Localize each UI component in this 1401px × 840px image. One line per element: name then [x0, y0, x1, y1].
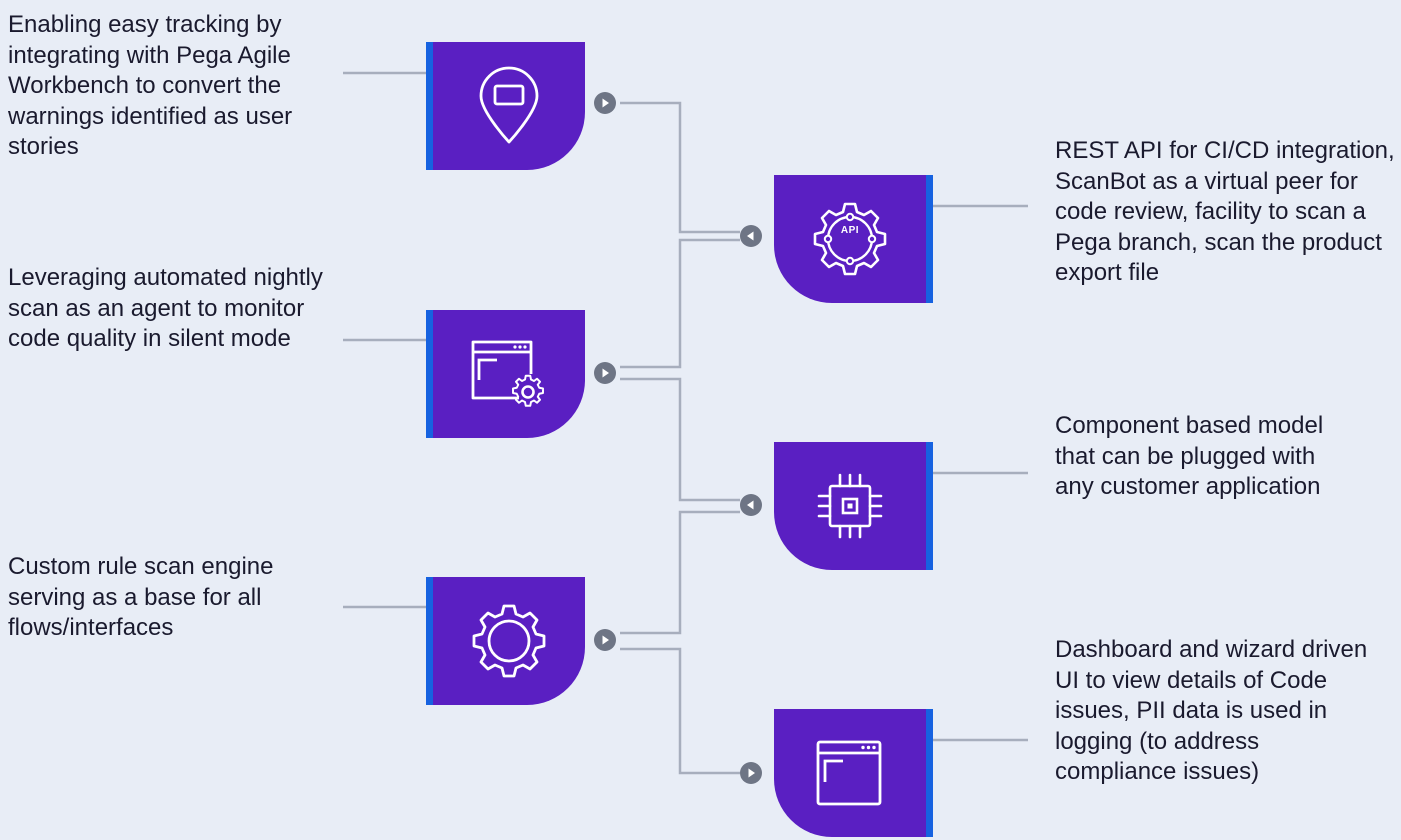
right-description-2: Component based model that can be plugge…	[1055, 412, 1324, 500]
connector-3-to-window	[620, 647, 740, 775]
connector-2-to-chip	[620, 377, 740, 502]
window-settings-icon	[471, 340, 544, 407]
connector-1-to-api	[620, 101, 740, 234]
right-description-3: Dashboard and wizard driven UI to view d…	[1055, 636, 1368, 785]
location-pin-icon	[479, 66, 539, 144]
arrow-left-icon	[740, 494, 762, 516]
api-gear-icon	[813, 202, 887, 276]
arrow-right-icon	[594, 629, 616, 651]
card-rest-api: API	[774, 175, 933, 303]
chip-icon	[817, 473, 883, 539]
card-nightly-scan	[426, 310, 585, 438]
card-agile-workbench	[426, 42, 585, 170]
connector-3-to-chip	[620, 510, 740, 635]
browser-window-icon	[816, 740, 882, 806]
left-description-3: Custom rule scan engine serving as a bas…	[8, 553, 274, 641]
left-description-1: Enabling easy tracking by integrating wi…	[8, 11, 293, 160]
gear-icon	[472, 604, 546, 678]
arrow-right-icon	[740, 762, 762, 784]
arrow-left-icon	[740, 225, 762, 247]
arrow-right-icon	[594, 92, 616, 114]
connector-2-to-api	[620, 238, 740, 369]
card-component-model	[774, 442, 933, 570]
api-badge-text: API	[840, 225, 860, 236]
arrow-right-icon	[594, 362, 616, 384]
card-dashboard-ui	[774, 709, 933, 837]
card-rule-scan-engine	[426, 577, 585, 705]
left-description-2: Leveraging automated nightly scan as an …	[8, 264, 323, 352]
right-description-1: REST API for CI/CD integration, ScanBot …	[1055, 137, 1395, 286]
